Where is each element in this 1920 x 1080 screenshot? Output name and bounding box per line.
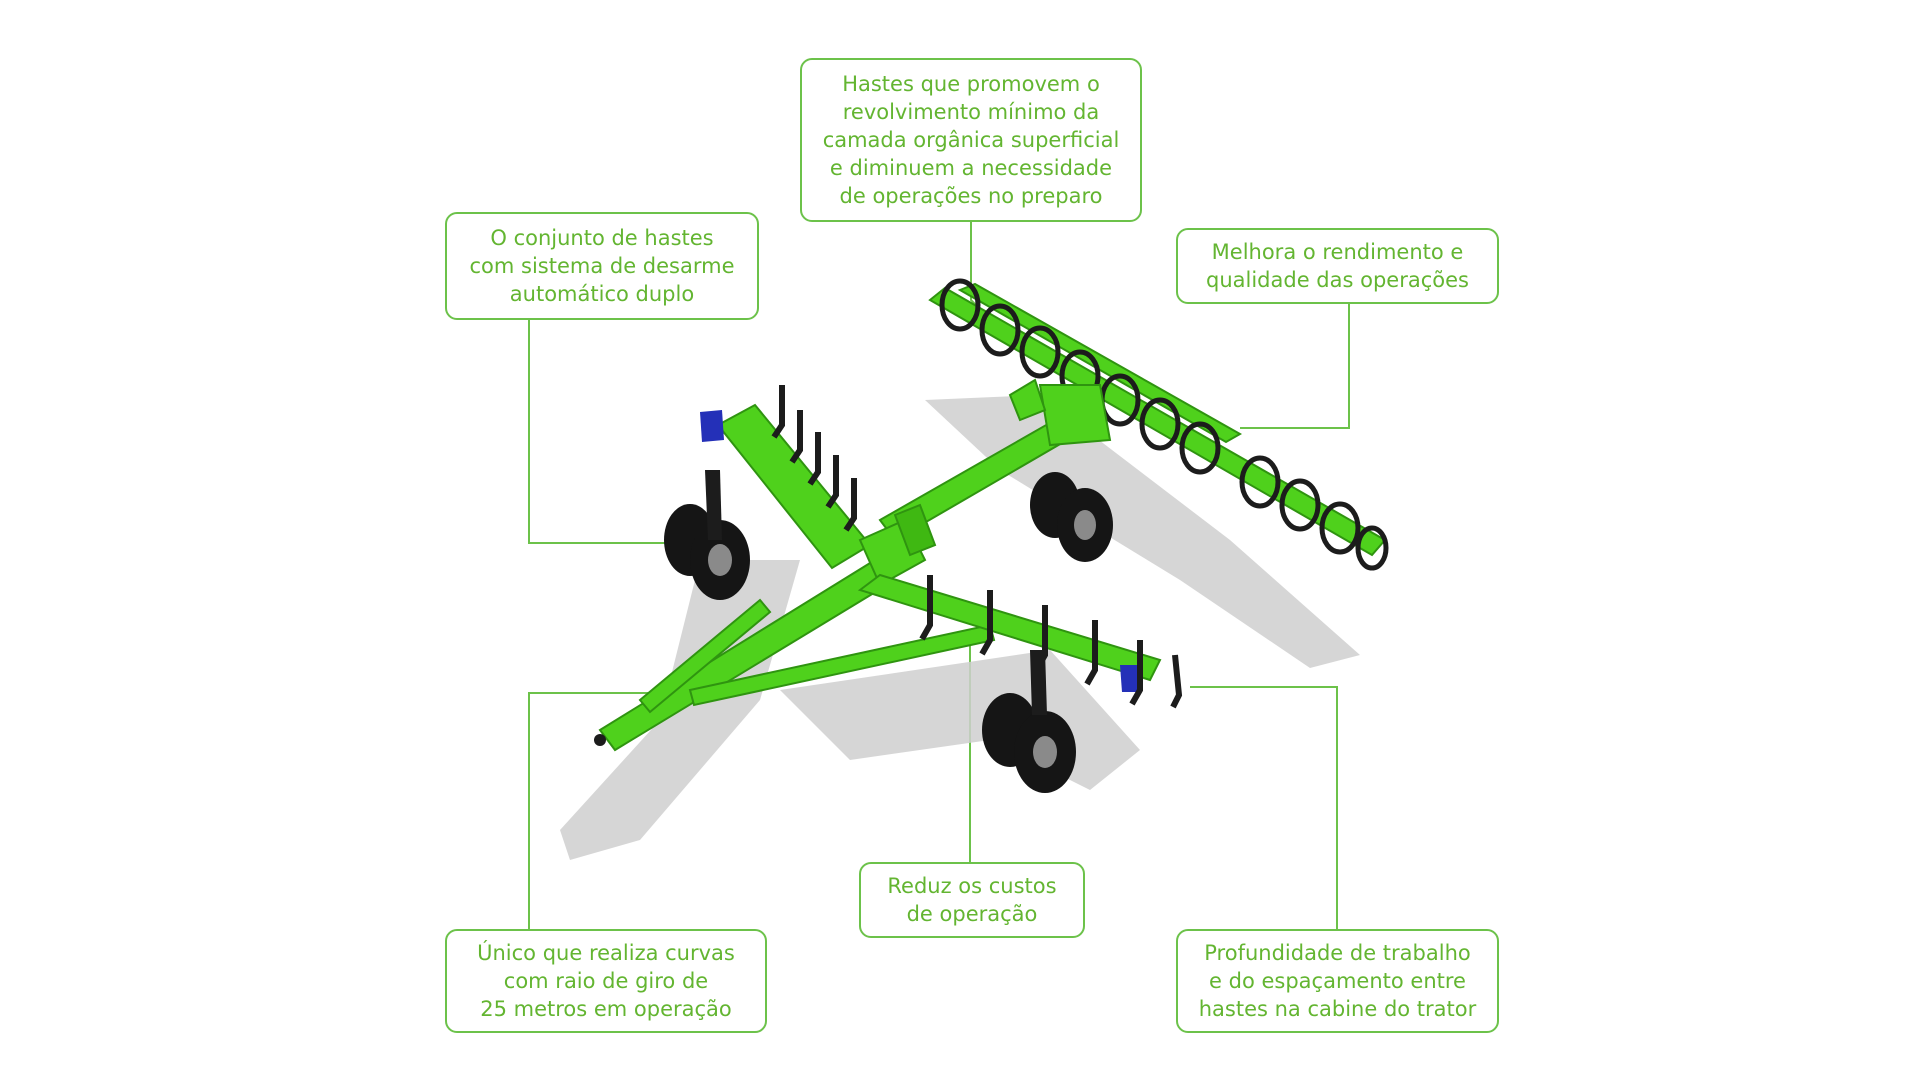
leader-line-bottom-left: [528, 692, 650, 929]
wheels-lower: [982, 650, 1076, 793]
callout-line: com sistema de desarme: [469, 254, 735, 278]
callout-line: com raio de giro de: [503, 969, 709, 993]
callout-performance-quality: Melhora o rendimento e qualidade das ope…: [1176, 228, 1499, 304]
callout-reduced-costs: Reduz os custos de operação: [859, 862, 1085, 938]
callout-line: camada orgânica superficial: [822, 128, 1120, 152]
callout-line: Melhora o rendimento e: [1211, 240, 1464, 264]
callout-line: de operações no preparo: [839, 184, 1103, 208]
callout-line: Único que realiza curvas: [477, 941, 735, 965]
leader-line-left: [528, 320, 690, 544]
leader-line-right: [1240, 304, 1350, 429]
callout-line: e do espaçamento entre: [1209, 969, 1466, 993]
right-beam: [857, 573, 1162, 692]
callout-line: Reduz os custos: [887, 874, 1057, 898]
callout-shank-release-system: O conjunto de hastes com sistema de desa…: [445, 212, 759, 320]
callout-line: Hastes que promovem o: [842, 72, 1100, 96]
leader-lines: [528, 222, 1350, 929]
callout-line: automático duplo: [509, 282, 695, 306]
callout-turning-radius: Único que realiza curvas com raio de gir…: [445, 929, 767, 1033]
callout-line: qualidade das operações: [1206, 268, 1469, 292]
callout-line: revolvimento mínimo da: [842, 100, 1100, 124]
callout-depth-spacing-control: Profundidade de trabalho e do espaçament…: [1176, 929, 1499, 1033]
leader-line-bottom-right: [1190, 686, 1338, 929]
center-hinge: [858, 503, 937, 587]
callout-shanks-minimal-tillage: Hastes que promovem o revolvimento mínim…: [800, 58, 1142, 222]
callout-line: O conjunto de hastes: [490, 226, 714, 250]
callout-line: e diminuem a necessidade: [829, 156, 1113, 180]
callout-line: Profundidade de trabalho: [1204, 941, 1471, 965]
roller-bar: [928, 278, 1389, 571]
callout-line: 25 metros em operação: [480, 997, 732, 1021]
callout-line: hastes na cabine do trator: [1198, 997, 1477, 1021]
hitch-frame: [594, 558, 996, 752]
callout-line: de operação: [906, 902, 1038, 926]
wheels-left: [664, 470, 750, 600]
left-shanks: [771, 385, 857, 532]
wheels-upper-right: [1030, 472, 1113, 562]
